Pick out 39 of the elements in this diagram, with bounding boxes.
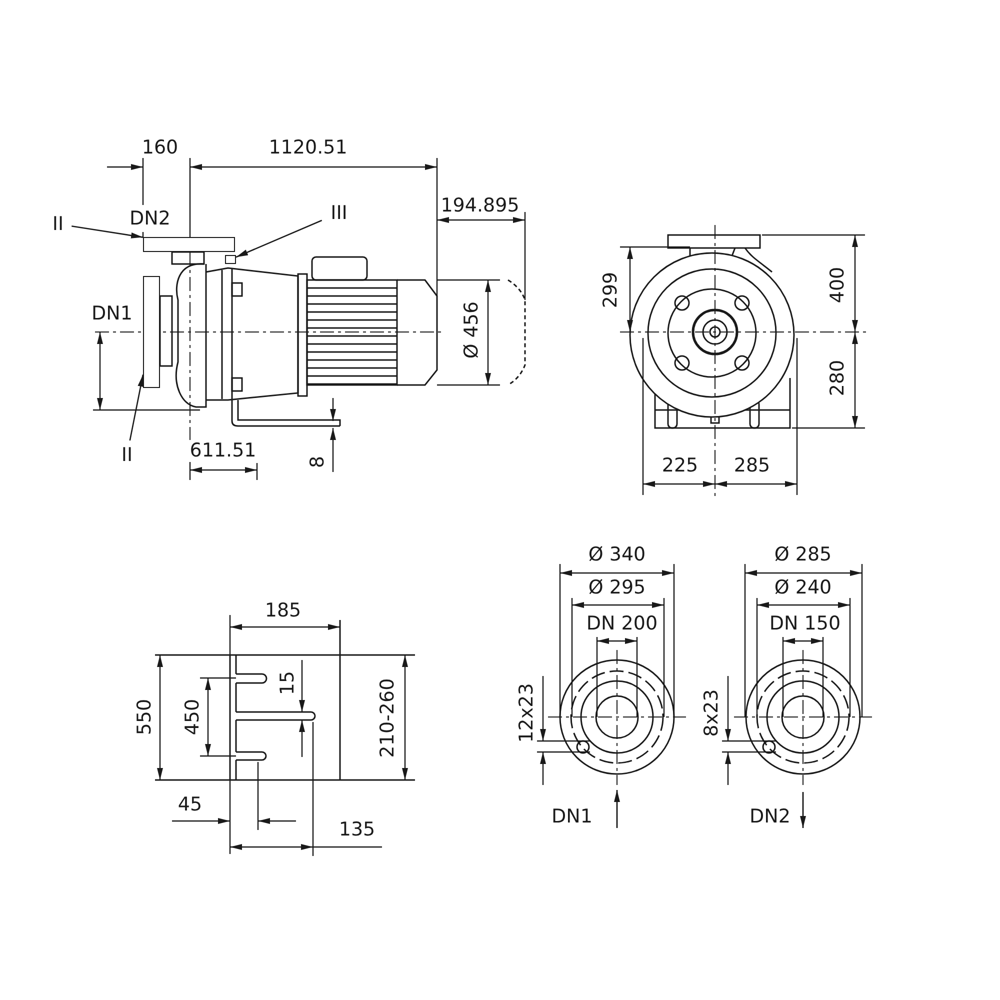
dimension-value: 280 xyxy=(828,360,848,396)
port-label: DN2 xyxy=(750,808,790,826)
dimension-value: 299 xyxy=(602,272,620,308)
dimension-value: 8 xyxy=(308,456,328,468)
suction-flange xyxy=(143,276,160,388)
dimension-value: 194.895 xyxy=(440,196,520,216)
dimension-value: 8x23 xyxy=(702,689,722,737)
dimension-value: 450 xyxy=(184,698,202,736)
dimension-value: 1120.51 xyxy=(268,138,348,158)
dimension-value: 611.51 xyxy=(190,442,256,460)
dimension-value: 210-260 xyxy=(378,678,398,758)
dimension-value: 400 xyxy=(828,266,848,304)
callout-numeral: II xyxy=(116,443,138,467)
dimension-value: Ø 285 xyxy=(774,546,832,564)
dimension-value: 45 xyxy=(178,796,202,814)
dimension-value: Ø 295 xyxy=(588,578,646,598)
dimension-value: 185 xyxy=(264,602,302,620)
dimension-value: DN 150 xyxy=(769,614,841,634)
leader-line xyxy=(72,225,144,238)
dimension-value: Ø 340 xyxy=(588,546,646,564)
dimension-value: 225 xyxy=(662,456,698,476)
dimension-value: 550 xyxy=(136,698,154,736)
port-label: DN1 xyxy=(92,304,132,324)
dimension-value: 135 xyxy=(338,820,376,840)
dimension-value: 12x23 xyxy=(518,683,536,743)
discharge-flange xyxy=(143,237,235,252)
leader-line xyxy=(129,374,144,441)
dimension-value: Ø 240 xyxy=(774,578,832,598)
plug xyxy=(225,255,236,264)
leader-line xyxy=(236,220,322,258)
port-label: DN1 xyxy=(552,808,592,826)
dimension-value: Ø 456 xyxy=(462,301,482,359)
dimension-value: DN 200 xyxy=(586,614,658,634)
port-label: DN2 xyxy=(130,210,170,228)
dimension-value: 15 xyxy=(278,670,298,696)
dimension-value: 285 xyxy=(734,456,770,476)
callout-numeral: III xyxy=(324,201,354,225)
dimension-value: 160 xyxy=(142,138,178,158)
callout-numeral: II xyxy=(47,212,69,236)
